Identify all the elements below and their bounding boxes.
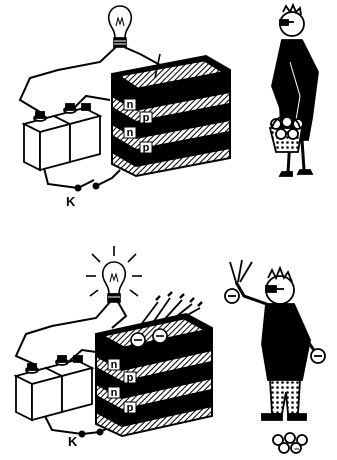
electron-icons — [130, 328, 168, 348]
semiconductor-stack-lit — [95, 312, 213, 438]
layer-label-3: n — [127, 127, 134, 139]
switch-icon-closed — [78, 428, 104, 438]
layer-label-lit-3: n — [111, 387, 118, 399]
boy-figure — [268, 2, 319, 177]
layer-label-lit-4: p — [127, 402, 134, 414]
layer-label-4: p — [143, 142, 150, 154]
layer-label-2: p — [143, 112, 150, 124]
layer-label-lit-2: p — [127, 372, 134, 384]
switch-label-lit: K — [68, 434, 78, 449]
layer-label-lit-1: n — [111, 359, 118, 371]
dart-icons — [139, 291, 203, 327]
switch-icon — [74, 179, 100, 192]
top-panel: K n p n p — [18, 2, 319, 209]
electron-sign: − — [294, 444, 299, 454]
battery-icon-lit — [13, 355, 95, 422]
switch-label: K — [66, 194, 76, 209]
lit-bulb-icon — [86, 246, 142, 303]
boy-throwing-figure — [224, 259, 326, 454]
bottom-panel: K n p n p — [13, 246, 326, 454]
layer-label-1: n — [127, 99, 134, 111]
light-bulb-icon — [107, 5, 133, 48]
battery-icon — [21, 103, 103, 172]
semiconductor-stack — [111, 53, 231, 178]
